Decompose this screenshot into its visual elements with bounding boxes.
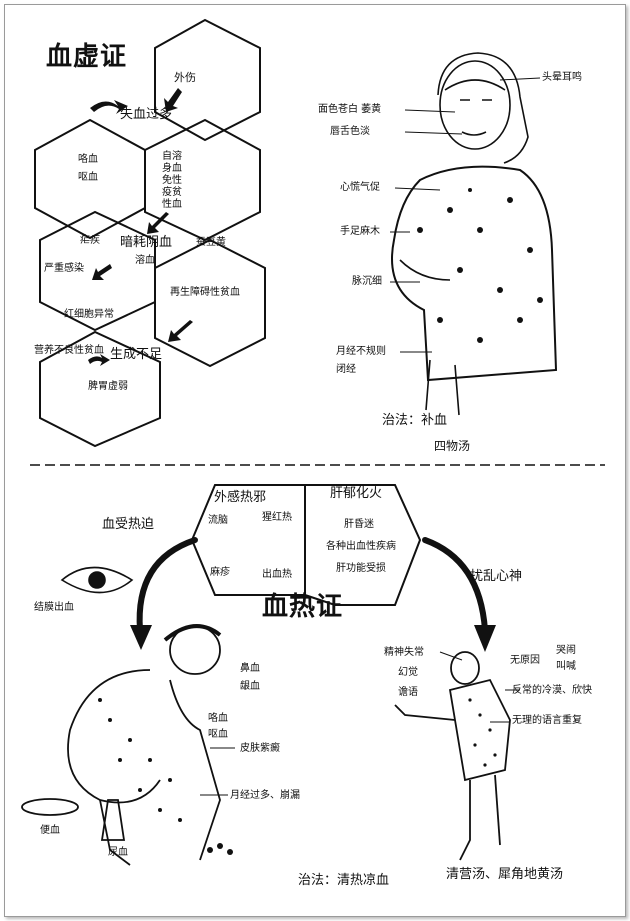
label-vomit-blood: 呕血 <box>78 172 98 183</box>
arrow-trauma <box>164 88 182 112</box>
hex-hemolytic <box>144 118 261 242</box>
floral-pattern <box>417 188 543 343</box>
formula-bottom: 清营汤、犀角地黄汤 <box>446 867 564 882</box>
bleeding-person-figure <box>21 624 222 866</box>
sign-nosebleed: 鼻血 <box>240 663 260 674</box>
hex-trauma <box>154 18 261 142</box>
item-coma: 肝昏迷 <box>344 519 374 530</box>
label-rbc-abnormal: 红细胞异常 <box>64 309 114 320</box>
sign-speech: 无理的语言重复 <box>512 715 582 726</box>
sign-delirium: 谵语 <box>398 687 418 698</box>
label-favism: 蚕豆黄 <box>196 237 226 248</box>
label-parasite: 疟疾 <box>80 235 100 246</box>
sign-stool: 便血 <box>40 825 60 836</box>
label-hemolytic-2: 身血 <box>162 163 182 174</box>
label-aplastic: 再生障碍性贫血 <box>170 287 240 298</box>
sign-no-reason: 无原因 <box>510 655 540 666</box>
blood-deficiency-title: 血虚证 <box>46 42 128 72</box>
purpura-spots <box>98 698 233 855</box>
label-disturb-mind: 扰乱心神 <box>470 569 523 584</box>
hex-liver-fire <box>304 484 422 606</box>
treatment-top: 治法：补血 <box>382 413 448 428</box>
label-dark-consume: 暗耗阴血 <box>120 235 173 250</box>
arrow-heat-left <box>130 625 152 650</box>
blood-heat-title: 血热证 <box>262 592 344 622</box>
item-hemorrhagic-fever: 出血热 <box>262 569 292 580</box>
sign-cry: 哭闹 <box>556 645 576 656</box>
label-hemolytic-1: 自溶 <box>162 151 182 162</box>
sign-menorrhagia: 月经过多、崩漏 <box>230 790 300 801</box>
treatment-bottom: 治法：清热凉血 <box>298 873 390 888</box>
item-bleeding: 各种出血性疾病 <box>326 541 396 552</box>
label-malnutrition: 营养不良性贫血 <box>34 345 104 356</box>
dotted-jacket-pattern <box>468 698 497 767</box>
sign-cold-happy: 反常的冷漠、欣快 <box>512 685 592 696</box>
arrow-hemolytic <box>147 212 169 234</box>
formula-top: 四物汤 <box>434 439 471 453</box>
symptom-dizzy: 头晕耳鸣 <box>542 72 582 83</box>
label-hemolytic-4: 疫贫 <box>162 187 182 198</box>
symptom-pale: 面色苍白 萎黄 <box>318 104 382 115</box>
arrow-insufficient <box>88 354 110 366</box>
sign-purpura: 皮肤紫癜 <box>240 743 280 754</box>
label-severe-infection: 严重感染 <box>44 263 84 274</box>
symptom-menses-1: 月经不规则 <box>336 346 386 357</box>
sign-mental: 精神失常 <box>384 647 424 658</box>
label-hemolytic-3: 免性 <box>162 175 182 186</box>
label-blood-loss: 失血过多 <box>120 107 173 122</box>
arrow-aplastic <box>168 320 193 342</box>
label-trauma: 外伤 <box>174 71 196 84</box>
page-frame <box>4 4 626 917</box>
label-hematemesis: 咯血 <box>78 154 98 165</box>
symptom-numb: 手足麻木 <box>340 226 380 237</box>
label-blood-heat: 血受热迫 <box>102 517 155 532</box>
arrow-dark-consume <box>92 264 112 280</box>
sign-halluc: 幻觉 <box>398 667 418 678</box>
symptom-tongue: 唇舌色淡 <box>330 126 370 137</box>
hex-insufficient <box>39 330 161 448</box>
sign-urine: 尿血 <box>108 847 128 858</box>
label-conjunctiva: 结膜出血 <box>34 602 74 613</box>
sign-hemoptysis: 咯血 <box>208 713 228 724</box>
label-hemolysis: 溶血 <box>135 255 155 266</box>
item-measles: 麻疹 <box>210 567 230 578</box>
hex-aplastic <box>154 238 266 368</box>
agitated-person-figure <box>394 651 511 861</box>
label-hemolytic-5: 性血 <box>162 199 182 210</box>
label-spleen-weak: 脾胃虚弱 <box>88 381 128 392</box>
label-liver-fire: 肝郁化火 <box>330 486 383 501</box>
sign-shout: 叫喊 <box>556 661 576 672</box>
symptom-pulse: 脉沉细 <box>352 276 382 287</box>
anemic-woman-figure <box>391 52 558 416</box>
label-insufficient: 生成不足 <box>110 347 163 362</box>
conjunctiva-eye-drawing <box>60 566 134 594</box>
arrow-heat-right <box>474 625 496 652</box>
item-meningitis: 流脑 <box>208 515 228 526</box>
symptom-palpitation: 心慌气促 <box>340 182 380 193</box>
item-scarlet: 猩红热 <box>262 512 292 523</box>
label-external-heat: 外感热邪 <box>214 490 267 505</box>
sign-vomit: 呕血 <box>208 729 228 740</box>
sign-gum: 龈血 <box>240 681 260 692</box>
symptom-menses-2: 闭经 <box>336 364 356 375</box>
item-liver-damage: 肝功能受损 <box>336 563 386 574</box>
arrow-blood-loss <box>90 100 128 114</box>
